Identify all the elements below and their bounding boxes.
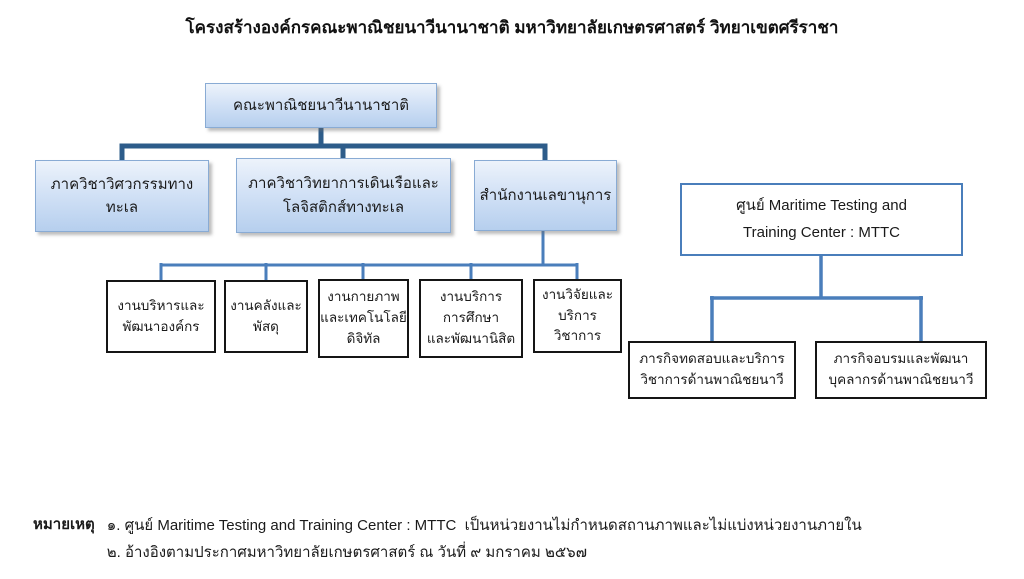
unit-education-student-line3: และพัฒนานิสิต bbox=[426, 330, 516, 346]
unit-finance-supplies-line2: พัสดุ bbox=[253, 318, 279, 334]
secretariat-office-label: สำนักงานเลขานุการ bbox=[479, 186, 612, 204]
notes-label: หมายเหตุ bbox=[33, 516, 95, 533]
mttc-testing-service-box: ภารกิจทดสอบและบริการ วิชาการด้านพาณิชยนา… bbox=[628, 341, 796, 399]
dept-marine-engineering-label: ภาควิชาวิศวกรรมทางทะเล bbox=[50, 175, 194, 216]
note-item-1: ๑. ศูนย์ Maritime Testing and Training C… bbox=[106, 517, 862, 534]
mttc-center-box: ศูนย์ Maritime Testing and Training Cent… bbox=[680, 183, 963, 256]
unit-physical-digital-tech-line2: และเทคโนโลยี bbox=[320, 310, 407, 326]
page-title: โครงสร้างองค์กรคณะพาณิชยนาวีนานาชาติ มหา… bbox=[185, 18, 839, 37]
unit-physical-digital-tech-line1: งานกายภาพ bbox=[327, 289, 400, 305]
mttc-training-development-box: ภารกิจอบรมและพัฒนา บุคลากรด้านพาณิชยนาวี bbox=[815, 341, 987, 399]
unit-research-academic-line1: งานวิจัยและ bbox=[541, 286, 614, 302]
dept-marine-engineering-box: ภาควิชาวิศวกรรมทางทะเล bbox=[35, 160, 209, 232]
unit-physical-digital-tech-box: งานกายภาพ และเทคโนโลยี ดิจิทัล bbox=[318, 279, 409, 358]
dept-nautical-logistics-label-line1: ภาควิชาวิทยาการเดินเรือและ bbox=[248, 175, 439, 193]
mttc-training-development-line1: ภารกิจอบรมและพัฒนา bbox=[833, 351, 969, 367]
unit-research-academic-line3: วิชาการ bbox=[553, 328, 602, 344]
mttc-training-development-line2: บุคลากรด้านพาณิชยนาวี bbox=[828, 372, 974, 387]
faculty-box: คณะพาณิชยนาวีนานาชาติ bbox=[205, 83, 437, 128]
mttc-testing-service-line2: วิชาการด้านพาณิชยนาวี bbox=[640, 372, 784, 387]
unit-admin-development-line1: งานบริหารและ bbox=[117, 297, 205, 313]
secretariat-office-box: สำนักงานเลขานุการ bbox=[474, 160, 617, 231]
unit-admin-development-box: งานบริหารและ พัฒนาองค์กร bbox=[106, 280, 216, 353]
faculty-box-label: คณะพาณิชยนาวีนานาชาติ bbox=[232, 96, 409, 114]
unit-research-academic-box: งานวิจัยและ บริการ วิชาการ bbox=[533, 279, 622, 353]
unit-finance-supplies-line1: งานคลังและ bbox=[230, 297, 302, 313]
footnotes: หมายเหตุ ๑. ศูนย์ Maritime Testing and T… bbox=[33, 512, 862, 566]
mttc-testing-service-line1: ภารกิจทดสอบและบริการ bbox=[639, 351, 785, 367]
note-item-2: ๒. อ้างอิงตามประกาศมหาวิทยาลัยเกษตรศาสตร… bbox=[106, 544, 587, 561]
notes-items: ๑. ศูนย์ Maritime Testing and Training C… bbox=[107, 512, 862, 566]
unit-finance-supplies-box: งานคลังและ พัสดุ bbox=[224, 280, 308, 353]
mttc-center-label-line1: ศูนย์ Maritime Testing and bbox=[736, 197, 907, 215]
unit-admin-development-line2: พัฒนาองค์กร bbox=[122, 318, 200, 334]
dept-nautical-logistics-box: ภาควิชาวิทยาการเดินเรือและ โลจิสติกส์ทาง… bbox=[236, 158, 451, 233]
dept-nautical-logistics-label-line2: โลจิสติกส์ทางทะเล bbox=[282, 198, 405, 216]
unit-education-student-line1: งานบริการ bbox=[439, 289, 503, 305]
mttc-center-label-line2: Training Center : MTTC bbox=[743, 223, 900, 241]
unit-research-academic-line2: บริการ bbox=[558, 307, 597, 323]
unit-education-student-box: งานบริการ การศึกษา และพัฒนานิสิต bbox=[419, 279, 523, 358]
unit-physical-digital-tech-line3: ดิจิทัล bbox=[346, 330, 381, 346]
unit-education-student-line2: การศึกษา bbox=[442, 310, 500, 326]
